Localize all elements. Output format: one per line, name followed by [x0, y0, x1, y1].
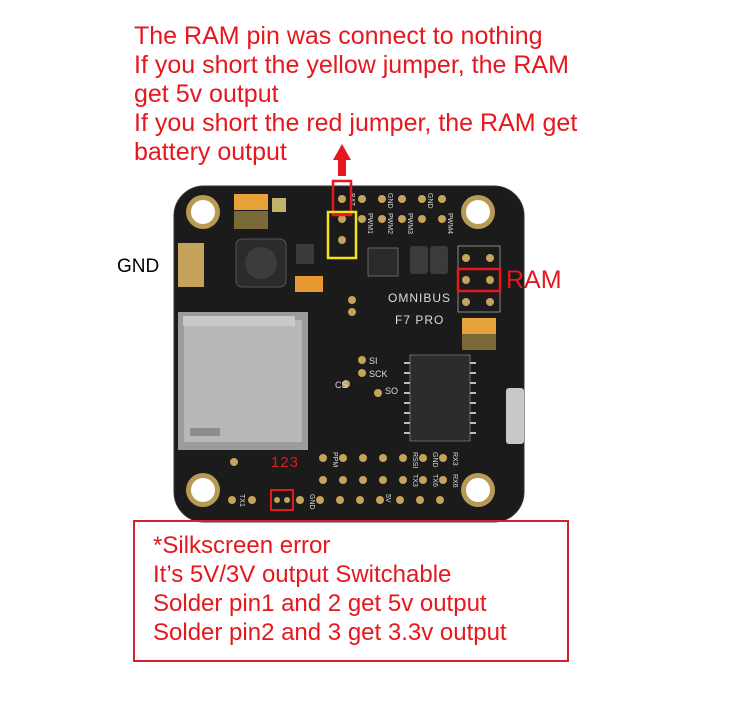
gnd-label: GND — [117, 256, 160, 277]
top-annotation-line: If you short the red jumper, the RAM get — [134, 109, 578, 137]
ram-pad-group — [462, 254, 494, 306]
spi-sck-label: SCK — [369, 369, 388, 379]
board-name-line1: OMNIBUS — [388, 291, 451, 305]
up-arrow-icon — [333, 144, 351, 176]
pad-label-rssi: RSSI — [411, 452, 418, 468]
bottom-annotation-box — [133, 520, 569, 662]
imu-chip — [367, 247, 399, 277]
red-jumper-highlight — [331, 179, 353, 217]
pin-numbers-label: 123 — [271, 454, 300, 471]
ram-label: RAM — [506, 266, 562, 294]
spi-so-label: SO — [385, 386, 398, 396]
pad-label-5v: 5V — [384, 494, 391, 503]
pad-label-rx6: RX6 — [451, 474, 458, 488]
spi-cs-label: CS — [335, 380, 348, 390]
pad-label-tx1: TX1 — [238, 494, 245, 507]
mounting-holes — [186, 195, 495, 507]
yellow-jumper-highlight — [326, 210, 358, 260]
top-pad-row — [338, 195, 446, 244]
top-annotation-line: If you short the yellow jumper, the RAM — [134, 51, 569, 79]
top-annotation-line: The RAM pin was connect to nothing — [134, 22, 543, 50]
pad-label-pwm1: PWM1 — [366, 213, 373, 234]
bottom-annotation-line: Solder pin2 and 3 get 3.3v output — [153, 619, 507, 646]
pad-label-pwm2: PWM2 — [386, 213, 393, 234]
pad-label-rx3: RX3 — [451, 452, 458, 466]
pad-label-pwm3: PWM3 — [406, 213, 413, 234]
top-annotation: The RAM pin was connect to nothing If yo… — [134, 22, 577, 167]
pad-label-gnd1: GND — [386, 193, 393, 209]
usb-connector — [506, 388, 524, 444]
ram-pad-highlight — [456, 267, 502, 293]
pad-label-gnd2: GND — [426, 193, 433, 209]
pad-label-gnd-b: GND — [308, 494, 315, 510]
bottom-annotation: *Silkscreen error It’s 5V/3V output Swit… — [153, 531, 507, 647]
pad-label-tx6: TX6 — [431, 474, 438, 487]
osd-chip — [409, 354, 471, 442]
top-annotation-line: get 5v output — [134, 80, 279, 108]
bottom-annotation-line: It’s 5V/3V output Switchable — [153, 561, 452, 588]
bottom-pad-row — [228, 454, 447, 504]
pad-label-ppm: PPM — [331, 452, 338, 467]
pad-label-pwm4: PWM4 — [446, 213, 453, 234]
board-name-line2: F7 PRO — [395, 313, 444, 327]
bottom-annotation-line: Solder pin1 and 2 get 5v output — [153, 590, 487, 617]
spi-si-label: SI — [369, 356, 378, 366]
top-annotation-line: battery output — [134, 138, 287, 166]
gnd-pad — [178, 243, 204, 287]
bottom-annotation-line: *Silkscreen error — [153, 532, 331, 559]
pin-selector-highlight — [270, 489, 294, 511]
pad-label-gnd: GND — [431, 452, 438, 468]
pad-label-tx3: TX3 — [411, 474, 418, 487]
